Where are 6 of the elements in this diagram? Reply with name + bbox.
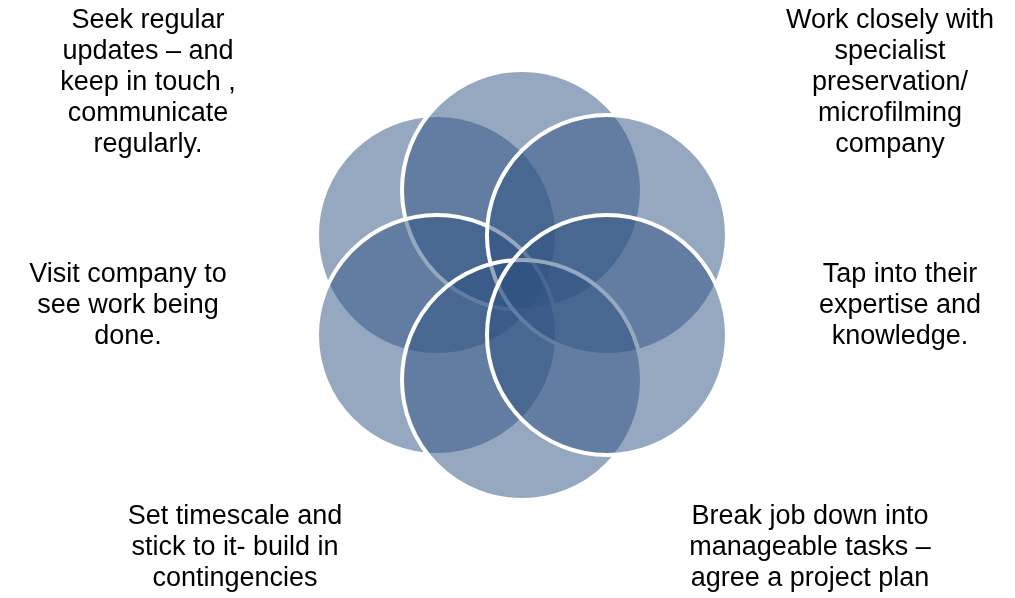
caption-text: Seek regular updates – and keep in touch , communicate regularly. [59,4,237,159]
caption-text: Work closely with specialist preservation/ microfilming company [784,4,996,159]
caption-text: Set timescale and stick to it- build in contingencies [126,500,344,593]
caption-text: Tap into their expertise and knowledge. [817,258,983,351]
caption-text: Break job down into manageable tasks – agree a project plan [688,500,932,593]
caption-text: Visit company to see work being done. [28,258,228,351]
